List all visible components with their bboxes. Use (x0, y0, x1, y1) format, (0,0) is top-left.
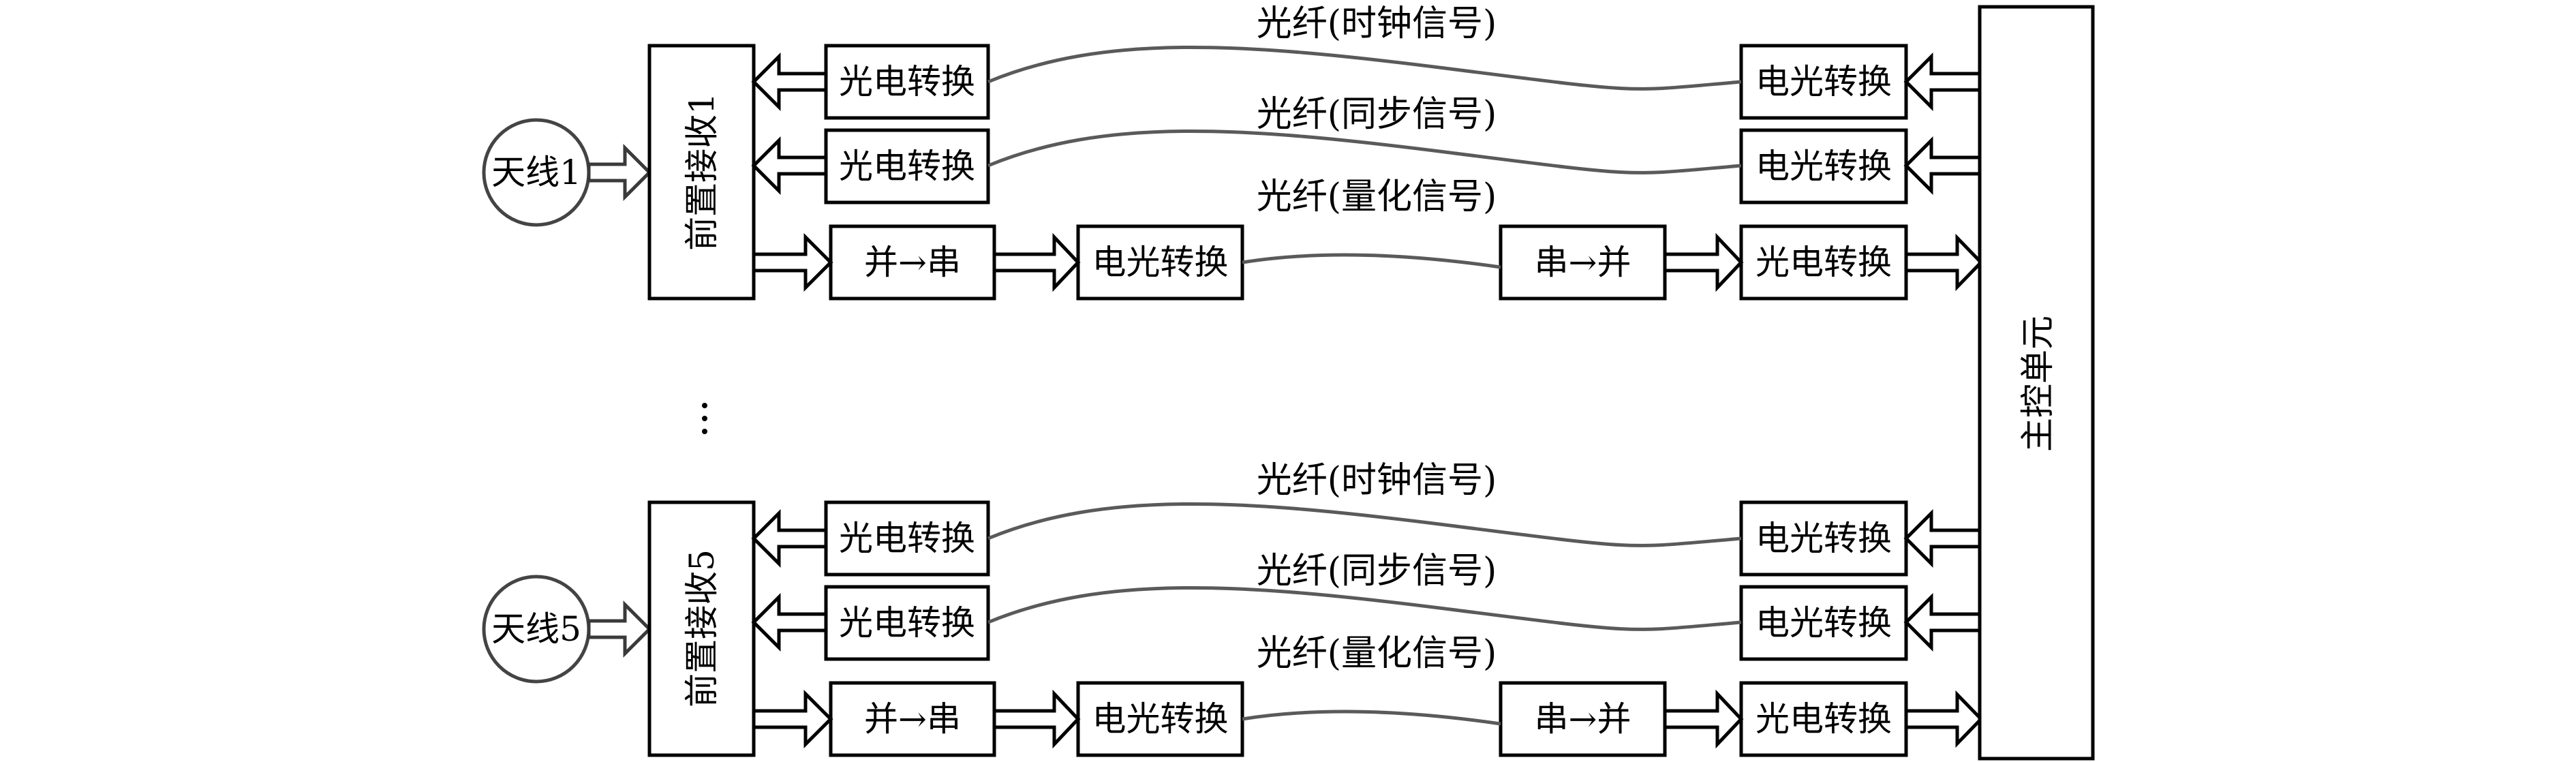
oe-converter-label: 光电转换 (839, 147, 975, 186)
oe-converter-rect (824, 128, 990, 204)
front-end-receiver-box (647, 500, 756, 757)
ellipsis-dot (702, 416, 707, 421)
arrow-to-front-end (751, 508, 828, 568)
eo-converter-label: 电光转换 (1755, 603, 1892, 643)
oe-converter: 光电转换 (824, 500, 990, 577)
serial-to-parallel-rect (1499, 681, 1667, 757)
parallel-to-serial: 并→串 (829, 681, 996, 757)
oe-converter: 光电转换 (1739, 224, 1908, 301)
arrow-to-oe-converter (1663, 689, 1744, 749)
arrow-to-eo-converter (992, 232, 1081, 292)
optical-fiber (987, 502, 1742, 547)
clock-signal-link: 光电转换 电光转换 光纤(时钟信号) (751, 3, 1982, 120)
optical-fiber (1242, 710, 1501, 726)
fiber-label: 光纤(时钟信号) (1257, 3, 1497, 44)
arrow-to-main-unit (1904, 690, 1984, 748)
parallel-to-serial-rect (829, 681, 996, 757)
antenna-label: 天线1 (491, 153, 581, 192)
oe-converter-label: 光电转换 (839, 603, 975, 643)
oe-converter: 光电转换 (824, 128, 990, 204)
arrow-to-oe-converter (1663, 232, 1744, 292)
arrow-to-eo-converter (992, 689, 1081, 749)
optical-fiber (1242, 253, 1501, 269)
eo-converter-label: 电光转换 (1092, 699, 1229, 739)
optical-fiber (987, 45, 1742, 91)
arrow-to-parallel-to-serial (752, 232, 833, 292)
front-end-receiver-label: 前置接收1 (682, 93, 722, 251)
main-control-unit: 主控单元 (1978, 5, 2095, 761)
eo-converter: 电光转换 (1739, 44, 1908, 120)
sync-signal-link: 光电转换 电光转换 光纤(同步信号) (751, 94, 1982, 204)
arrow-to-main-unit (1904, 233, 1984, 292)
parallel-to-serial-label: 并→串 (864, 243, 961, 282)
main-control-unit-label: 主控单元 (2018, 316, 2057, 452)
eo-converter: 电光转换 (1076, 224, 1244, 301)
oe-converter-rect (824, 44, 990, 120)
serial-to-parallel: 串→并 (1499, 681, 1667, 757)
arrow-to-front-end (751, 592, 828, 652)
serial-to-parallel: 串→并 (1499, 224, 1667, 301)
eo-converter-label: 电光转换 (1755, 147, 1892, 186)
arrow-from-main-unit (1903, 592, 1982, 652)
oe-converter-rect (1739, 681, 1908, 757)
quantized-signal-link: 并→串 电光转换 串→并 光电转换 光纤(量化信号) (752, 177, 1984, 301)
oe-converter: 光电转换 (824, 44, 990, 120)
front-end-receiver: 前置接收1 (647, 44, 756, 301)
eo-converter-label: 电光转换 (1092, 243, 1229, 282)
antenna: 天线5 (482, 575, 591, 684)
parallel-to-serial: 并→串 (829, 224, 996, 301)
main-control-unit-box (1978, 5, 2095, 761)
oe-converter-rect (824, 585, 990, 661)
fiber-label: 光纤(同步信号) (1257, 94, 1497, 135)
serial-to-parallel-label: 串→并 (1535, 243, 1631, 282)
oe-converter-label: 光电转换 (1755, 243, 1892, 282)
antenna-label: 天线5 (491, 609, 581, 649)
front-end-receiver-label: 前置接收5 (682, 549, 722, 707)
arrow-from-main-unit (1903, 52, 1982, 112)
ellipsis-dot (702, 403, 707, 408)
eo-converter: 电光转换 (1739, 585, 1908, 661)
antenna-to-front-end-arrow (587, 600, 652, 658)
parallel-to-serial-label: 并→串 (864, 699, 961, 739)
arrow-from-main-unit (1903, 136, 1982, 196)
oe-converter-label: 光电转换 (839, 519, 975, 558)
arrow-to-front-end (751, 136, 828, 196)
arrow-to-parallel-to-serial (752, 689, 833, 749)
quantized-signal-link: 并→串 电光转换 串→并 光电转换 光纤(量化信号) (752, 633, 1984, 757)
fiber-label: 光纤(量化信号) (1257, 177, 1497, 217)
clock-signal-link: 光电转换 电光转换 光纤(时钟信号) (751, 460, 1982, 577)
oe-converter-label: 光电转换 (839, 62, 975, 102)
eo-converter: 电光转换 (1739, 500, 1908, 577)
eo-converter: 电光转换 (1076, 681, 1244, 757)
oe-converter-label: 光电转换 (1755, 699, 1892, 739)
eo-converter-label: 电光转换 (1755, 519, 1892, 558)
optical-fiber (987, 585, 1742, 631)
arrow-from-main-unit (1903, 508, 1982, 568)
sync-signal-link: 光电转换 电光转换 光纤(同步信号) (751, 551, 1982, 661)
oe-converter: 光电转换 (824, 585, 990, 661)
front-end-receiver-box (647, 44, 756, 301)
ellipsis-dot (702, 429, 707, 434)
optical-fiber (987, 129, 1742, 174)
antenna-to-front-end-arrow (587, 143, 652, 202)
fiber-label: 光纤(时钟信号) (1257, 460, 1497, 501)
front-end-receiver: 前置接收5 (647, 500, 756, 757)
fiber-label: 光纤(同步信号) (1257, 551, 1497, 592)
fiber-label: 光纤(量化信号) (1257, 633, 1497, 674)
channel-ellipsis (702, 403, 707, 434)
eo-converter: 电光转换 (1739, 128, 1908, 204)
arrow-to-front-end (751, 52, 828, 112)
antenna: 天线1 (482, 118, 591, 227)
oe-converter: 光电转换 (1739, 681, 1908, 757)
eo-converter-label: 电光转换 (1755, 62, 1892, 102)
serial-to-parallel-label: 串→并 (1535, 699, 1631, 739)
serial-to-parallel-rect (1499, 224, 1667, 301)
